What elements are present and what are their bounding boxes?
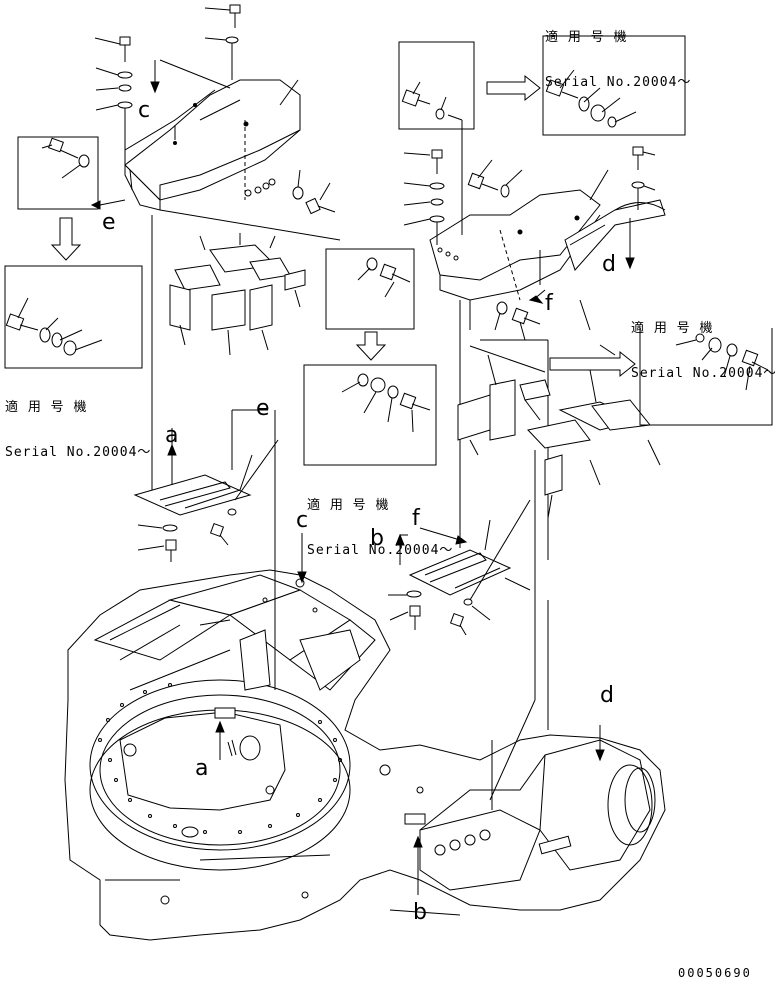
left-detail-box xyxy=(4,136,143,369)
callout-f-lower: f xyxy=(412,506,420,531)
callout-a-lower: a xyxy=(195,756,209,781)
serial-note-top-right: 適 用 号 機 Serial No.20004～ xyxy=(545,0,691,105)
revolving-frame xyxy=(64,410,666,941)
serial-note-number: Serial No.20004～ xyxy=(545,75,692,90)
right-cover-assembly xyxy=(398,35,686,560)
callout-f-mid: f xyxy=(545,291,553,316)
callout-a-left: a xyxy=(165,423,179,448)
serial-note-number: Serial No.20004～ xyxy=(5,445,152,460)
left-cover-assembly xyxy=(90,4,341,490)
drawing-number: 00050690 xyxy=(678,966,752,980)
right-floor-plate xyxy=(388,499,531,636)
left-floor-plate xyxy=(133,409,279,562)
callout-b-mid: b xyxy=(370,526,384,551)
callout-d-lower: d xyxy=(600,683,614,708)
serial-note-middle: 適 用 号 機 Serial No.20004～ xyxy=(307,468,453,573)
left-cushion-blocks xyxy=(169,233,306,356)
serial-note-left: 適 用 号 機 Serial No.20004～ xyxy=(5,370,151,475)
callout-c-top: c xyxy=(138,98,151,123)
right-detail-box xyxy=(639,328,773,426)
serial-note-label: 適 用 号 機 xyxy=(5,400,88,415)
callout-c-mid: c xyxy=(296,508,309,533)
middle-detail-box xyxy=(303,248,437,466)
callout-d-right: d xyxy=(602,252,616,277)
right-cushion-blocks xyxy=(457,344,661,519)
serial-note-label: 適 用 号 機 xyxy=(631,321,714,336)
serial-note-number: Serial No.20004～ xyxy=(307,543,454,558)
serial-note-right: 適 用 号 機 Serial No.20004～ xyxy=(631,291,775,396)
serial-note-number: Serial No.20004～ xyxy=(631,366,775,381)
serial-note-label: 適 用 号 機 xyxy=(307,498,390,513)
callout-b-lower: b xyxy=(413,900,427,925)
callout-e-left: e xyxy=(102,210,116,235)
serial-note-label: 適 用 号 機 xyxy=(545,30,628,45)
callout-e-mid: e xyxy=(256,396,270,421)
